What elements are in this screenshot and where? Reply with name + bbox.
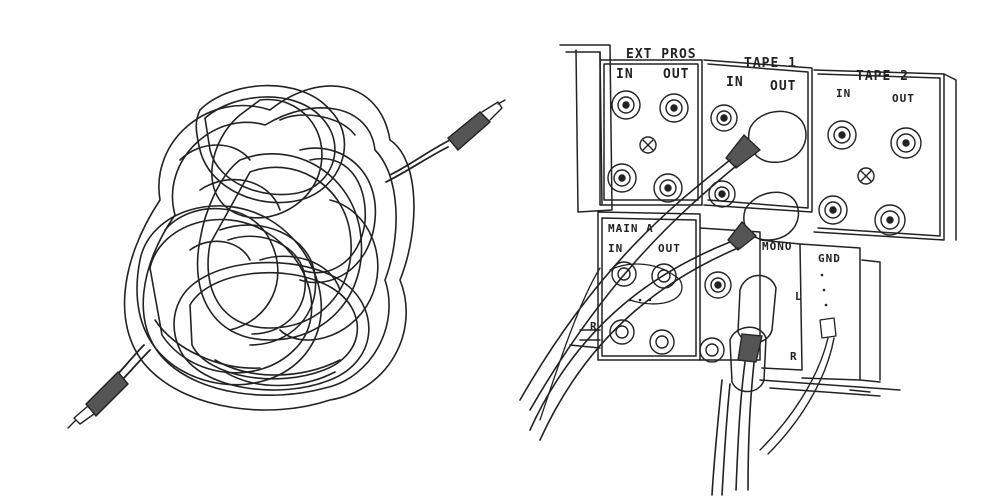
jack-panel: EXT PROS IN OUT TAPE 1 IN OUT TAPE 2 IN … bbox=[519, 44, 957, 496]
label-tape-2-out: OUT bbox=[892, 92, 915, 105]
label-ext-pros-in: IN bbox=[616, 67, 634, 82]
label-tape-1-in: IN bbox=[726, 75, 744, 90]
jack-mono-bottom bbox=[699, 337, 725, 363]
jack-ext-out-top bbox=[659, 93, 689, 123]
jack-main-in-bottom bbox=[609, 319, 635, 345]
label-channel-r-left: R bbox=[590, 320, 598, 333]
label-ext-pros-out: OUT bbox=[663, 67, 689, 82]
cable-plug-bottom bbox=[67, 370, 129, 429]
label-main-out: OUT bbox=[658, 242, 681, 255]
label-tape-2: TAPE 2 bbox=[856, 69, 909, 84]
jack-mono-top bbox=[704, 271, 732, 299]
jack-main-in-top bbox=[611, 261, 637, 287]
label-tape-1: TAPE 1 bbox=[744, 56, 797, 71]
rca-jacks bbox=[607, 90, 922, 363]
tangled-cable bbox=[67, 84, 506, 429]
cable-plug-top bbox=[447, 99, 506, 151]
label-main: MAIN A bbox=[608, 222, 654, 235]
label-mono: MONO bbox=[762, 240, 793, 253]
plugged-cables bbox=[519, 110, 837, 496]
jack-tape1-in-top bbox=[710, 104, 738, 132]
label-tape-1-out: OUT bbox=[770, 79, 796, 94]
label-channel-l: L bbox=[795, 290, 803, 303]
jack-tape2-in-bottom bbox=[818, 195, 848, 225]
jack-main-out-bottom bbox=[649, 329, 675, 355]
jack-ext-in-top bbox=[611, 90, 641, 120]
label-gnd: GND bbox=[818, 252, 841, 265]
screw-ext bbox=[639, 136, 657, 154]
jack-tape2-in-top bbox=[827, 120, 857, 150]
jack-tape2-out-top bbox=[890, 127, 922, 159]
label-tape-2-in: IN bbox=[836, 87, 851, 100]
label-main-in: IN bbox=[608, 242, 623, 255]
label-ext-pros: EXT PROS bbox=[626, 47, 697, 62]
label-channel-r-right: R bbox=[790, 350, 798, 363]
jack-ext-in-bottom bbox=[607, 163, 637, 193]
jack-tape2-out-bottom bbox=[874, 204, 906, 236]
jack-ext-out-bottom bbox=[653, 173, 683, 203]
jack-tape1-in-bottom bbox=[708, 180, 736, 208]
screw-tape2 bbox=[857, 167, 875, 185]
